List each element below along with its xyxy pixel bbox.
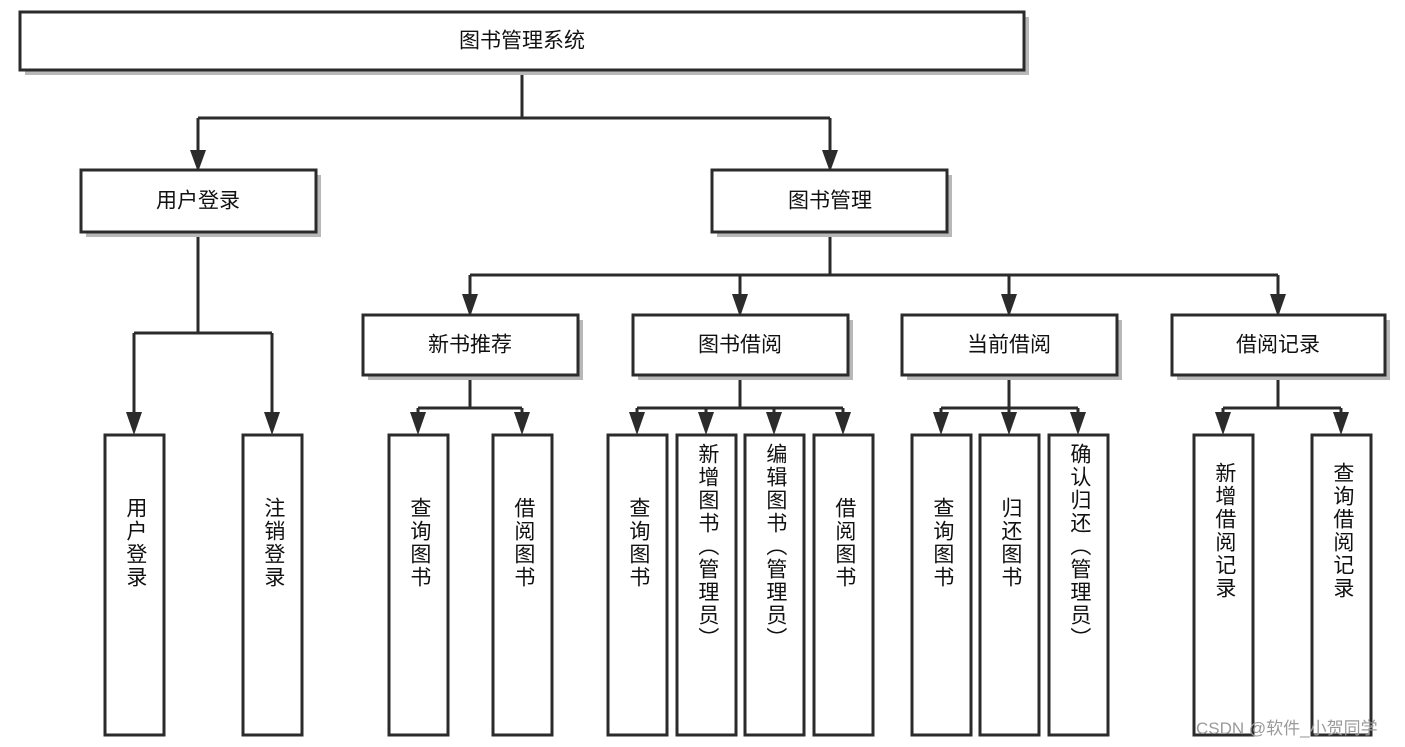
node-lf-11-box[interactable] xyxy=(1192,433,1255,737)
node-l2-3-box[interactable] xyxy=(1170,313,1387,377)
leaf-box-layer xyxy=(103,433,1373,737)
node-lf-6-box[interactable] xyxy=(743,433,806,737)
node-l2-1[interactable]: 图书借阅 xyxy=(631,313,853,380)
node-l1-1-box[interactable] xyxy=(710,168,949,234)
node-lf-7-box[interactable] xyxy=(812,433,875,737)
node-l2-3[interactable]: 借阅记录 xyxy=(1170,313,1390,380)
node-lf-8-box[interactable] xyxy=(910,433,973,737)
arrowhead-l1-0 xyxy=(190,150,206,172)
node-root-label: 图书管理系统 xyxy=(459,30,585,53)
arrowhead-lf-8 xyxy=(933,412,949,435)
arrowhead-l2-3 xyxy=(1270,294,1286,317)
node-l1-0-label: 用户登录 xyxy=(156,190,240,213)
node-lf-1-box[interactable] xyxy=(241,433,304,737)
node-lf-4-box[interactable] xyxy=(606,433,669,737)
arrowhead-lf-11 xyxy=(1215,412,1231,435)
node-l2-0[interactable]: 新书推荐 xyxy=(361,313,583,380)
node-l2-2[interactable]: 当前借阅 xyxy=(900,313,1122,380)
node-lf-12-box[interactable] xyxy=(1310,433,1373,737)
arrowhead-lf-1 xyxy=(264,412,280,435)
node-layer: 图书管理系统 用户登录 图书管理 新书推荐 图书 xyxy=(18,10,1390,737)
node-l2-2-label: 当前借阅 xyxy=(967,334,1051,357)
node-lf-9-box[interactable] xyxy=(978,433,1041,737)
arrowhead-lf-10 xyxy=(1070,412,1086,435)
node-lf-3-box[interactable] xyxy=(491,433,554,737)
node-l2-1-box[interactable] xyxy=(631,313,850,377)
arrowhead-lf-4 xyxy=(629,412,645,435)
node-l1-1-label: 图书管理 xyxy=(788,190,872,213)
arrowhead-lf-6 xyxy=(766,412,782,435)
arrowhead-lf-5 xyxy=(698,412,714,435)
node-lf-2-box[interactable] xyxy=(387,433,450,737)
arrowhead-lf-2 xyxy=(410,412,426,435)
arrowhead-lf-3 xyxy=(514,412,530,435)
arrowhead-lf-12 xyxy=(1333,412,1349,435)
node-l2-0-box[interactable] xyxy=(361,313,580,377)
node-root[interactable]: 图书管理系统 xyxy=(18,10,1029,75)
node-l2-2-box[interactable] xyxy=(900,313,1119,377)
node-l1-0[interactable]: 用户登录 xyxy=(79,168,321,237)
node-l1-0-box[interactable] xyxy=(79,168,318,234)
connector-layer xyxy=(126,70,1349,435)
node-l1-1[interactable]: 图书管理 xyxy=(710,168,952,237)
node-lf-5-box[interactable] xyxy=(675,433,738,737)
node-l2-0-label: 新书推荐 xyxy=(428,334,512,357)
node-lf-10-box[interactable] xyxy=(1047,433,1110,737)
arrowhead-lf-9 xyxy=(1001,412,1017,435)
node-l2-1-label: 图书借阅 xyxy=(698,334,782,357)
node-l2-3-label: 借阅记录 xyxy=(1236,334,1320,357)
arrowhead-lf-7 xyxy=(835,412,851,435)
arrowhead-l2-0 xyxy=(462,294,478,317)
arrowhead-l2-2 xyxy=(1001,294,1017,317)
arrowhead-l1-1 xyxy=(822,150,838,172)
watermark: CSDN @软件_小贺同学 xyxy=(1196,719,1378,738)
arrowhead-l2-1 xyxy=(732,294,748,317)
node-root-box[interactable] xyxy=(18,10,1026,72)
node-lf-0-box[interactable] xyxy=(103,433,166,737)
arrowhead-lf-0 xyxy=(126,412,142,435)
